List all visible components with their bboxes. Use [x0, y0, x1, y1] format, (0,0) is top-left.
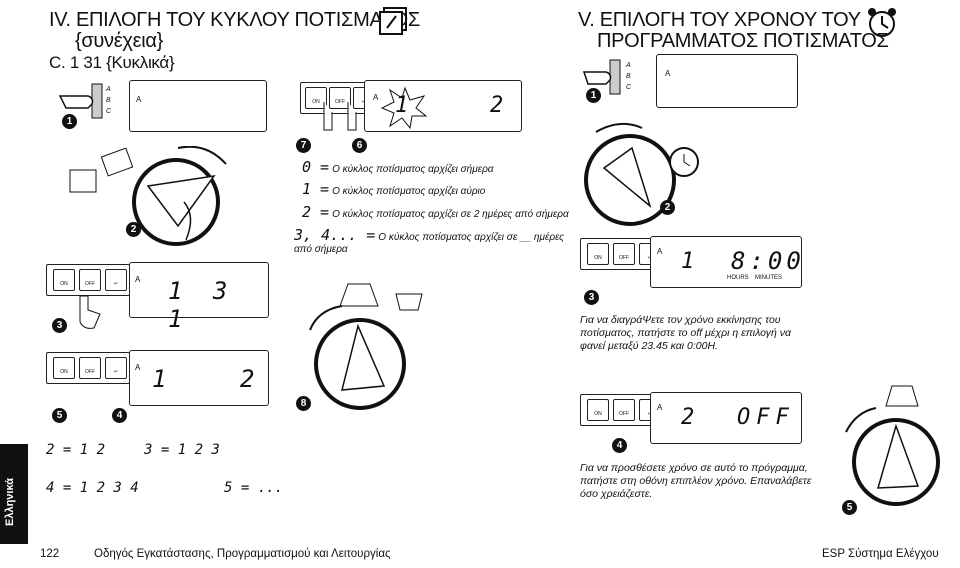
legend-row-1: 1 =Ο κύκλος ποτίσματος αρχίζει αύριο: [302, 180, 486, 198]
off-button[interactable]: OFF: [79, 269, 101, 291]
off-display-program: 2: [681, 405, 703, 430]
legend-row-3: 3, 4... =Ο κύκλος ποτίσματος αρχίζει σε …: [294, 226, 565, 255]
cycle-day-right-digit: 2: [240, 365, 263, 393]
lcd-display-program-right: A: [656, 54, 798, 108]
off-button[interactable]: OFF: [613, 399, 635, 421]
step-8-badge: 8: [296, 396, 311, 411]
step-4-badge-right: 4: [612, 438, 627, 453]
cycle-day-left-digit: 1: [152, 365, 175, 393]
step-7-badge: 7: [296, 138, 311, 153]
top-display-digit-left: 1: [395, 93, 417, 118]
lcd-display-program: A: [129, 80, 267, 132]
clock-icon: [868, 8, 896, 37]
program-switch-hand-icon: [582, 59, 621, 95]
water-days-icon: [379, 7, 407, 35]
rotary-dial-left[interactable]: [66, 146, 246, 246]
on-button[interactable]: ON: [587, 243, 609, 265]
page-number: 122: [40, 548, 60, 560]
lcd-display-cycle: A 1 3 1: [129, 262, 269, 333]
right-heading-line1: V. ΕΠΙΛΟΓΗ ΤΟΥ ΧΡΟΝΟΥ ΤΟΥ: [578, 9, 861, 31]
blink-burst-icon: [380, 86, 428, 130]
footer-right-text: ESP Σύστημα Ελέγχου: [822, 548, 939, 560]
step-1-badge: 1: [62, 114, 77, 129]
off-button[interactable]: OFF: [613, 243, 635, 265]
step-3-badge-right: 3: [584, 290, 599, 305]
step-2-badge: 2: [126, 222, 141, 237]
lcd-display-cycle-day: A 1 2: [129, 350, 269, 406]
formula-5: 5 = ...: [224, 480, 284, 496]
step-5-badge: 5: [52, 408, 67, 423]
formula-3: 3 = 1 2 3: [144, 442, 220, 458]
enter-button[interactable]: ↵: [105, 269, 127, 291]
on-button[interactable]: ON: [587, 399, 609, 421]
footer-left-text: Οδηγός Εγκατάστασης, Προγραμματισμού και…: [94, 548, 391, 560]
lcd-display-time: A 1 8:00 HOURS MINUTES: [650, 236, 802, 288]
off-display-value: OFF: [737, 405, 795, 430]
hand-pointer-icon: [79, 295, 101, 329]
button-panel-left-45: ON OFF ↵: [46, 352, 130, 384]
language-sidebar: Ελληνικά: [0, 444, 28, 544]
step-4-badge: 4: [112, 408, 127, 423]
legend-row-0: 0 =Ο κύκλος ποτίσματος αρχίζει σήμερα: [302, 158, 494, 176]
off-button[interactable]: OFF: [329, 87, 351, 109]
rotary-dial-right-bottom[interactable]: [836, 376, 956, 516]
off-button[interactable]: OFF: [79, 357, 101, 379]
rotary-dial-right[interactable]: [570, 118, 710, 228]
hours-label: HOURS: [727, 275, 749, 281]
step-1-badge-right: 1: [586, 88, 601, 103]
enter-button[interactable]: ↵: [105, 357, 127, 379]
minutes-label: MINUTES: [755, 275, 782, 281]
button-panel-left-3: ON OFF ↵: [46, 264, 130, 296]
rotary-dial-middle[interactable]: [300, 270, 440, 420]
time-display-program: 1: [681, 249, 703, 274]
left-heading-line1: IV. ΕΠΙΛΟΓΗ ΤΟΥ ΚΥΚΛΟΥ ΠΟΤΙΣΜΑΤΟΣ: [49, 9, 420, 31]
on-button[interactable]: ON: [53, 269, 75, 291]
legend-row-2: 2 =Ο κύκλος ποτίσματος αρχίζει σε 2 ημέρ…: [302, 203, 569, 221]
language-label: Ελληνικά: [4, 478, 16, 526]
top-display-digit-right: 2: [490, 93, 512, 118]
step-5-badge-right: 5: [842, 500, 857, 515]
instruction-delete-start-time: Για να διαγράΨετε τον χρόνο εκκίνησης το…: [580, 314, 792, 352]
step-2-badge-right: 2: [660, 200, 675, 215]
right-heading-line2: ΠΡΟΓΡΑΜΜΑΤΟΣ ΠΟΤΙΣΜΑΤΟΣ: [597, 30, 889, 52]
program-switch-hand-icon: [58, 83, 103, 119]
formula-2: 2 = 1 2: [46, 442, 106, 458]
hands-pressing-icon: [323, 102, 357, 131]
left-heading-line2: {συνέχεια}: [75, 30, 163, 52]
left-heading-line3: C. 1 31 {Κυκλικά}: [49, 53, 175, 72]
step-3-badge: 3: [52, 318, 67, 333]
step-6-badge: 6: [352, 138, 367, 153]
instruction-add-time: Για να προσθέσετε χρόνο σε αυτό το πρόγρ…: [580, 462, 812, 500]
on-button[interactable]: ON: [305, 87, 327, 109]
on-button[interactable]: ON: [53, 357, 75, 379]
cycle-display-value: 1 3 1: [168, 277, 236, 333]
lcd-display-off: A 2 OFF: [650, 392, 802, 444]
time-display-value: 8:00: [731, 247, 805, 275]
formula-4: 4 = 1 2 3 4: [46, 480, 139, 496]
